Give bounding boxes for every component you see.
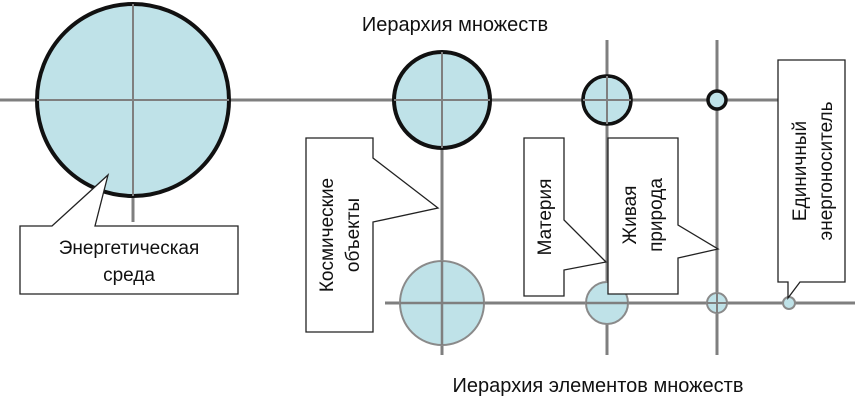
- living-nature-circle: [706, 89, 728, 111]
- callout-single-carrier-line2: энергоноситель: [816, 101, 837, 240]
- callout-energy-medium: Энергетическая среда: [19, 173, 239, 295]
- callout-energy-medium-line1: Энергетическая: [59, 238, 200, 259]
- top-title: Иерархия множеств: [362, 14, 548, 36]
- bottom-title: Иерархия элементов множеств: [453, 375, 744, 397]
- set-circles: [35, 2, 728, 198]
- callout-living-nature-line1: Живая: [620, 186, 641, 245]
- callout-cosmic-objects-line2: объекты: [343, 198, 364, 272]
- callout-living-nature-line2: природа: [646, 178, 667, 252]
- callout-single-carrier-box: [777, 59, 846, 300]
- callout-cosmic-objects: Космические объекты: [305, 137, 440, 333]
- callout-cosmic-objects-box: [305, 137, 440, 333]
- callout-living-nature-box: [607, 137, 720, 295]
- callout-matter-box: [523, 137, 608, 297]
- callout-matter: Материя: [523, 137, 608, 297]
- callout-single-carrier: Единичный энергоноситель: [777, 59, 846, 300]
- callout-living-nature: Живая природа: [607, 137, 720, 295]
- element-circles: [399, 260, 796, 346]
- callout-energy-medium-box: [19, 173, 239, 295]
- callout-cosmic-objects-line1: Космические: [317, 178, 338, 292]
- callout-energy-medium-line2: среда: [103, 265, 155, 286]
- callout-matter-line1: Материя: [535, 179, 556, 256]
- single-carrier-circle: [782, 296, 796, 310]
- callout-single-carrier-line1: Единичный: [790, 121, 811, 221]
